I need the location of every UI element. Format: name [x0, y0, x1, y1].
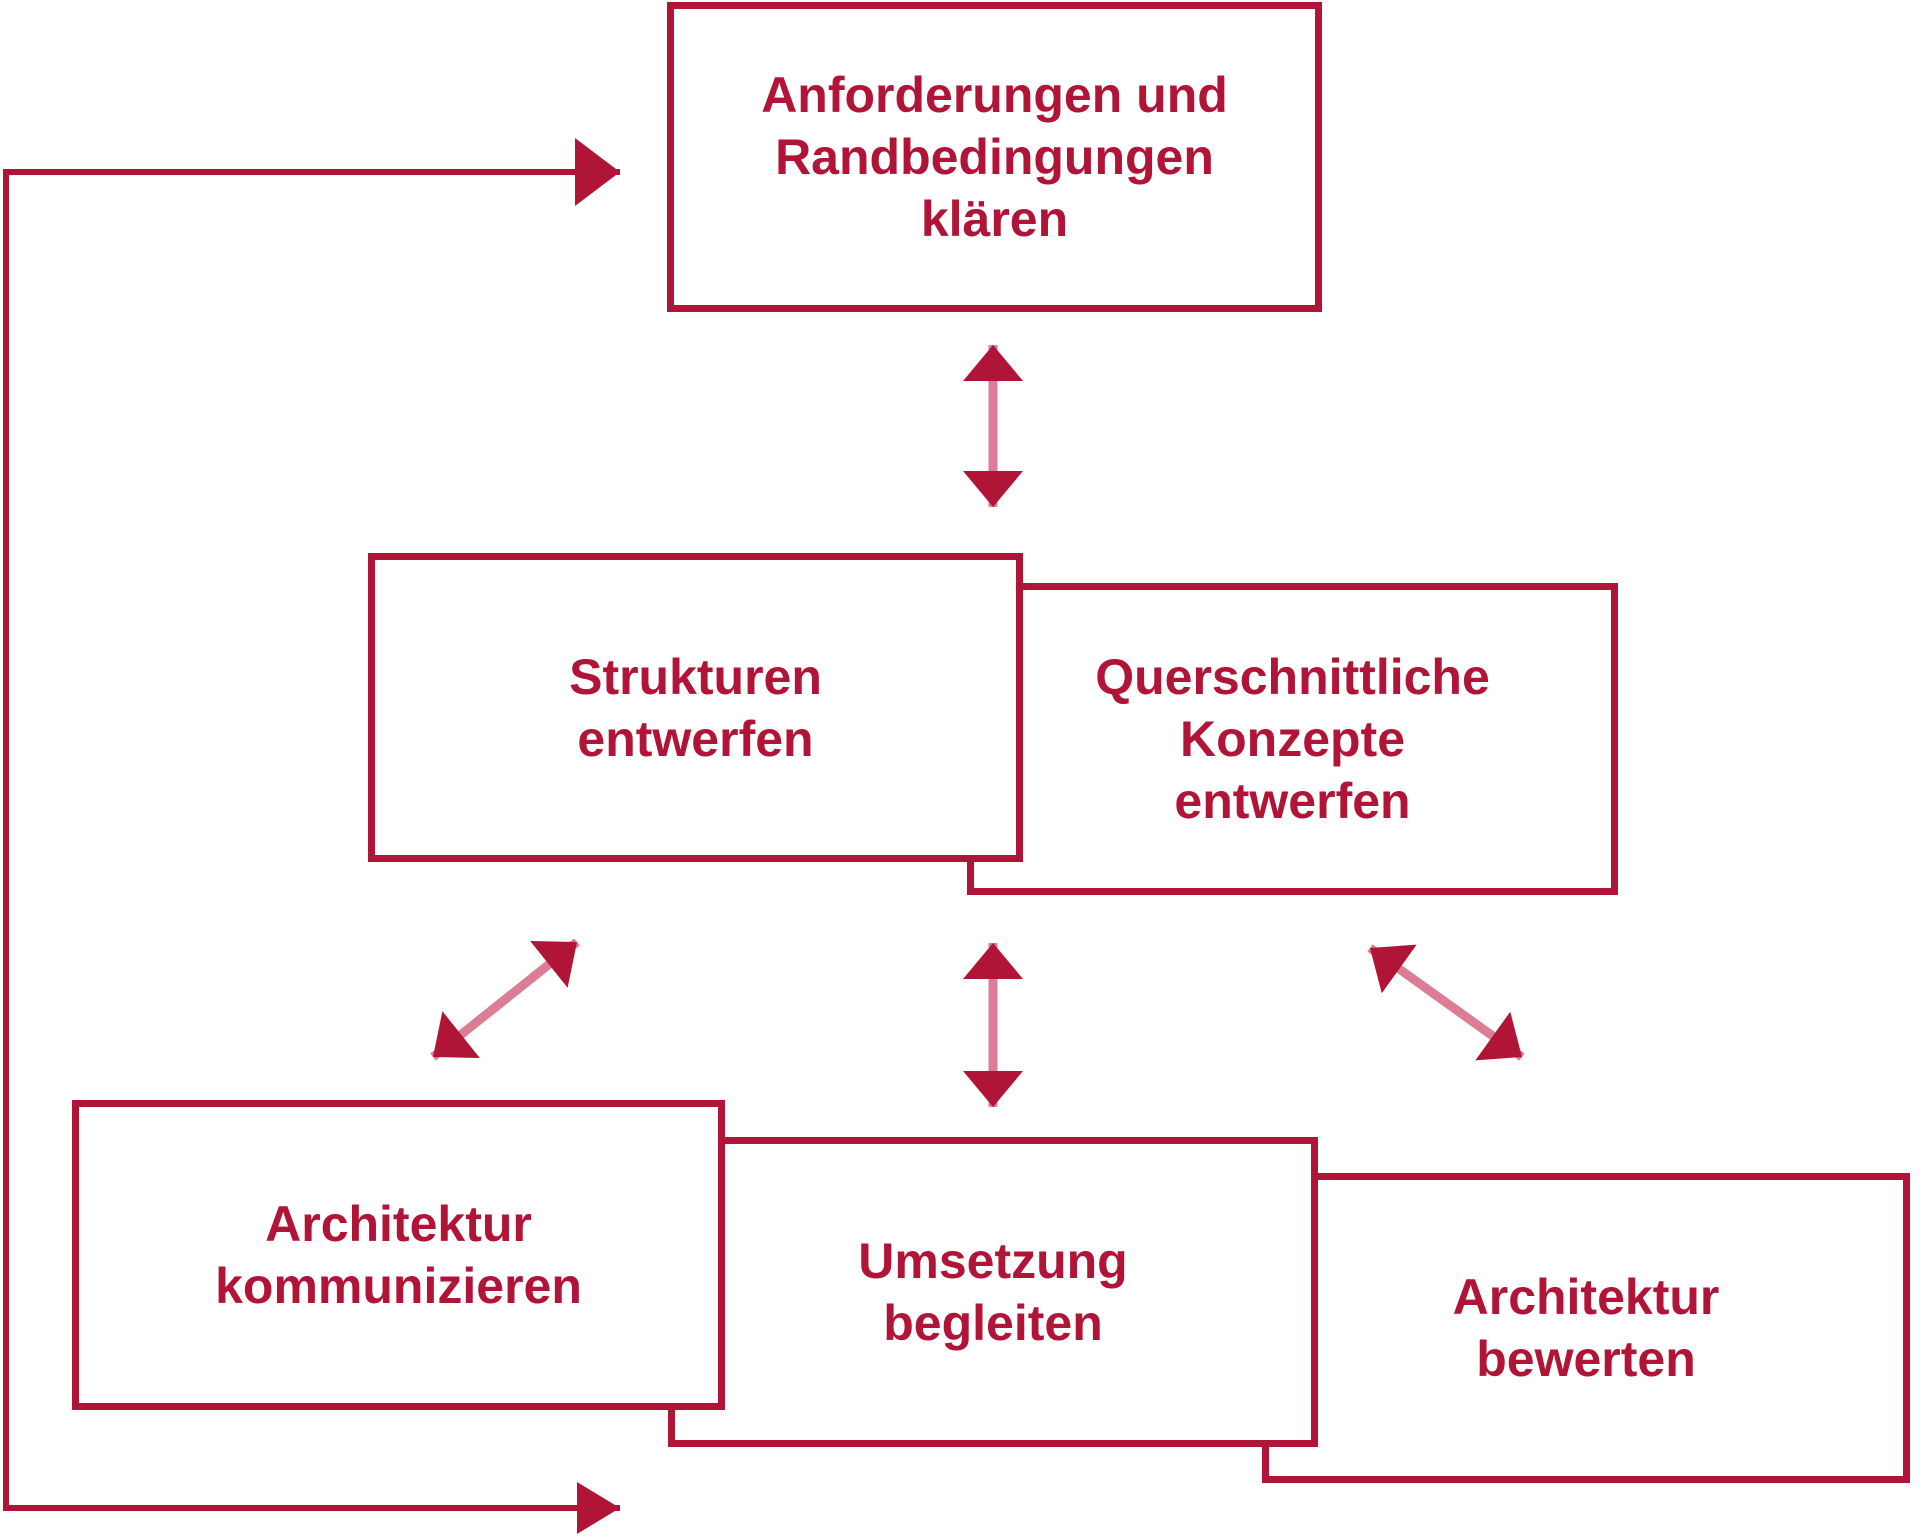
- node-anforderungen-box: Anforderungen und Randbedingungen klären: [667, 2, 1322, 312]
- node-strukturen-box: Strukturen entwerfen: [368, 553, 1023, 862]
- node-kommunizieren-box: Architektur kommunizieren: [72, 1100, 725, 1410]
- node-kommunizieren-label: Architektur kommunizieren: [215, 1196, 582, 1314]
- node-querschnittliche-box: Querschnittliche Konzepte entwerfen: [967, 583, 1618, 895]
- double-arrow-strukturen-kommunizieren: [430, 938, 580, 1061]
- double-arrow-konzepte-bewerten: [1367, 944, 1525, 1061]
- node-querschnittliche-label: Querschnittliche Konzepte entwerfen: [1095, 649, 1490, 829]
- node-strukturen-label: Strukturen entwerfen: [569, 648, 822, 767]
- feedback-loop-arrow: [3, 138, 620, 1534]
- node-bewerten-label: Architektur bewerten: [1452, 1269, 1720, 1387]
- node-umsetzung-box: Umsetzung begleiten: [668, 1137, 1318, 1447]
- node-anforderungen-label: Anforderungen und Randbedingungen klären: [761, 67, 1228, 247]
- node-bewerten-box: Architektur bewerten: [1262, 1173, 1910, 1483]
- node-umsetzung-label: Umsetzung begleiten: [858, 1233, 1128, 1351]
